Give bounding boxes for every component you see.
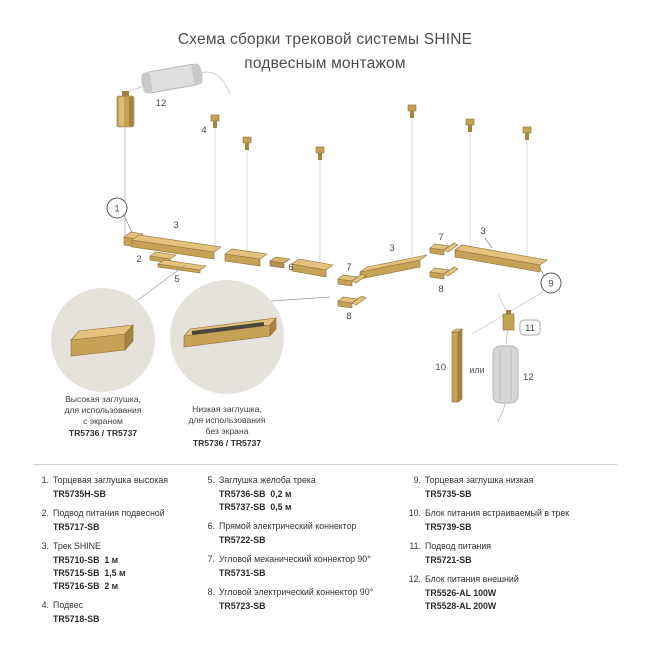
callout-5: 5 xyxy=(174,274,179,285)
callout-9: 9 xyxy=(548,279,553,290)
inset-low-cap xyxy=(170,280,284,394)
page-title: Схема сборки трековой системы SHINE подв… xyxy=(0,28,650,76)
callout-10: 10 xyxy=(435,362,446,373)
title-line1: Схема сборки трековой системы SHINE xyxy=(177,31,473,48)
legend-item-11: 11. Подвод питания TR5721-SB xyxy=(409,541,492,565)
legend-item-10: 10. Блок питания встраиваемый в трек TR5… xyxy=(408,508,570,532)
legend-item-5: 5. Заглушка желоба трека TR5736-SB 0,2 м… xyxy=(207,475,316,512)
channel-cover xyxy=(157,259,207,274)
inset-high-line3: с экраном xyxy=(83,416,123,426)
corner-elec-right xyxy=(429,266,459,280)
legend-item-7: 7. Угловой механический коннектор 90° TR… xyxy=(207,554,371,578)
legend-item-2: 2. Подвод питания подвесной TR5717-SB xyxy=(41,508,165,532)
legend-column-2: 5. Заглушка желоба трека TR5736-SB 0,2 м… xyxy=(199,475,405,626)
inset-low-line2: для использования xyxy=(189,415,266,425)
inset-low-line3: без экрана xyxy=(206,426,249,436)
power-feed-small xyxy=(497,293,515,331)
legend-item-1: 1. Торцевая заглушка высокая TR5735H-SB xyxy=(41,475,168,499)
assembly-diagram: 12 4 1 xyxy=(51,63,562,448)
callout-6: 6 xyxy=(288,262,293,273)
corner-elec-mid xyxy=(337,295,367,309)
callout-3c: 3 xyxy=(480,226,485,237)
callout-11: 11 xyxy=(525,323,535,334)
corner-mech-mid xyxy=(337,273,367,287)
legend-item-6: 6. Прямой электрический коннектор TR5722… xyxy=(207,521,357,545)
legend-item-8: 8. Угловой электрический коннектор 90° T… xyxy=(207,587,374,611)
callout-3b: 3 xyxy=(389,243,394,254)
inset-low-line4: TR5736 / TR5737 xyxy=(193,438,262,448)
inset-high-line2: для использования xyxy=(65,405,142,415)
callout-4: 4 xyxy=(201,125,206,136)
callout-12-top: 12 xyxy=(156,98,167,109)
legend: 1. Торцевая заглушка высокая TR5735H-SB … xyxy=(33,464,617,626)
external-psu-bottom xyxy=(492,329,519,423)
legend-column-1: 1. Торцевая заглушка высокая TR5735H-SB … xyxy=(33,475,199,626)
inset-low-line1: Низкая заглушка, xyxy=(192,404,262,414)
track-psu xyxy=(451,328,463,403)
suspension-cables xyxy=(210,104,532,265)
callout-1: 1 xyxy=(114,204,119,215)
callout-2: 2 xyxy=(136,254,141,265)
legend-column-3: 9. Торцевая заглушка низкая TR5735-SB 10… xyxy=(405,475,617,626)
legend-item-4: 4. Подвес TR5718-SB xyxy=(41,600,100,624)
callout-11-box xyxy=(519,319,541,336)
callout-8b: 8 xyxy=(438,284,443,295)
or-label: или xyxy=(469,365,484,375)
track-segments xyxy=(131,234,548,280)
callout-12-bottom: 12 xyxy=(523,372,534,383)
external-psu-top xyxy=(126,63,231,97)
inset-high-line4: TR5736 / TR5737 xyxy=(69,428,138,438)
inset-high-cap xyxy=(51,288,155,392)
callout-7b: 7 xyxy=(438,232,443,243)
straight-connector xyxy=(269,256,291,269)
callout-3a: 3 xyxy=(173,220,178,231)
callout-7a: 7 xyxy=(346,262,351,273)
corner-mech-right xyxy=(429,242,459,256)
callout-1-circle xyxy=(106,197,128,219)
callout-9-circle xyxy=(540,272,562,294)
callout-8a: 8 xyxy=(346,311,351,322)
legend-item-12: 12. Блок питания внешний TR5526-AL 100W … xyxy=(408,574,519,611)
legend-item-3: 3. Трек SHINE TR5710-SB 1 м TR5715-SB 1,… xyxy=(41,541,126,591)
legend-item-9: 9. Торцевая заглушка низкая TR5735-SB xyxy=(413,475,534,499)
title-line2: подвесным монтажом xyxy=(244,55,406,72)
inset-high-line1: Высокая заглушка, xyxy=(65,394,141,404)
